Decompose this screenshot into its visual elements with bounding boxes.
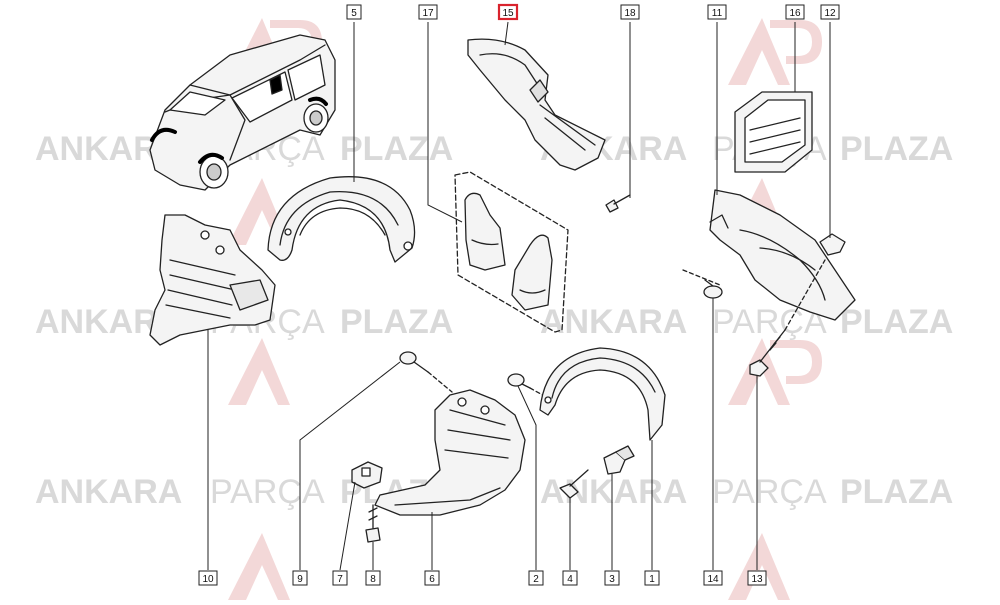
watermark-word: ANKARA [540, 303, 687, 341]
watermark-word: PARÇA [712, 473, 827, 511]
part-14-screw [682, 269, 723, 299]
callout-number: 7 [337, 574, 343, 585]
callout-labels: 5 17 15 18 11 16 12 10 9 7 8 6 2 4 3 1 14 13 [198, 3, 840, 586]
callout-18: 18 [620, 4, 640, 20]
leader-2 [517, 385, 537, 570]
callout-box [198, 570, 218, 586]
callout-16: 16 [785, 4, 805, 20]
callout-box [332, 570, 348, 586]
callout-number: 4 [567, 574, 573, 585]
watermark-word: PLAZA [340, 303, 453, 341]
watermark-word: PARÇA [210, 473, 325, 511]
callout-number: 8 [370, 574, 376, 585]
callout-11: 11 [707, 4, 727, 20]
part-10-wheel-liner [149, 214, 276, 346]
callout-14: 14 [703, 570, 723, 586]
leader-9 [299, 361, 401, 570]
watermark-word: ANKARA [35, 473, 182, 511]
callout-number: 13 [751, 574, 763, 585]
callout-box [292, 570, 308, 586]
watermark-word: PLAZA [840, 303, 953, 341]
callout-number: 1 [649, 574, 655, 585]
callout-15: 15 [497, 3, 519, 21]
callout-number: 10 [202, 574, 214, 585]
part-11-rear-liner [709, 189, 856, 321]
part-8-bolt [365, 504, 381, 543]
callout-9: 9 [292, 570, 308, 586]
callout-2: 2 [528, 570, 544, 586]
callout-box [424, 570, 440, 586]
part-5-arch-liner [267, 176, 416, 263]
part-4-bolt [559, 469, 589, 499]
callout-8: 8 [365, 570, 381, 586]
callout-box [365, 570, 381, 586]
watermark-word: PLAZA [840, 130, 953, 168]
part-12-clip [819, 233, 846, 256]
watermark-word: PLAZA [840, 473, 953, 511]
callout-7: 7 [332, 570, 348, 586]
callout-box [604, 570, 620, 586]
part-7-clip [351, 461, 383, 489]
callout-10: 10 [198, 570, 218, 586]
part-3-clip [603, 445, 635, 475]
callout-number: 9 [297, 574, 303, 585]
callout-13: 13 [747, 570, 767, 586]
part-15-wheel-liner [467, 38, 606, 171]
callout-box [820, 4, 840, 20]
callout-number: 16 [789, 8, 801, 19]
callout-box [620, 4, 640, 20]
leader-17 [427, 22, 463, 223]
watermark-word: ANKARA [540, 473, 687, 511]
callout-box [747, 570, 767, 586]
callout-box [707, 4, 727, 20]
callout-number: 12 [824, 8, 836, 19]
callout-number: 2 [533, 574, 539, 585]
callout-box [703, 570, 723, 586]
leader-15 [504, 21, 509, 46]
callout-number: 6 [429, 574, 435, 585]
callout-box [497, 3, 519, 21]
callout-number: 3 [609, 574, 615, 585]
callout-6: 6 [424, 570, 440, 586]
callout-3: 3 [604, 570, 620, 586]
callout-5: 5 [346, 4, 362, 20]
callout-4: 4 [562, 570, 578, 586]
part-1-rear-arch [539, 347, 666, 441]
leader-lines [207, 21, 831, 571]
callout-box [644, 570, 660, 586]
callout-number: 17 [422, 8, 434, 19]
part-16-vent-grille [734, 91, 813, 173]
watermark-row-3: ANKARA PARÇA PLAZA ANKARA PARÇA PLAZA [35, 473, 953, 511]
part-17-mud-flap-set [454, 171, 569, 333]
callout-12: 12 [820, 4, 840, 20]
part-9-screw [399, 351, 453, 393]
callout-number: 14 [707, 574, 719, 585]
part-6-lower-liner [374, 389, 526, 516]
callout-box [785, 4, 805, 20]
callout-box [346, 4, 362, 20]
callout-17: 17 [418, 4, 438, 20]
callout-box [528, 570, 544, 586]
part-13-bolt [749, 259, 826, 377]
callout-number: 5 [351, 8, 357, 19]
callout-box [418, 4, 438, 20]
leader-7 [339, 481, 356, 571]
watermark-word: PLAZA [340, 130, 453, 168]
callout-1: 1 [644, 570, 660, 586]
callout-number: 18 [624, 8, 636, 19]
van-illustration [149, 34, 336, 191]
callout-number: 11 [712, 8, 723, 19]
callout-box [562, 570, 578, 586]
callout-number: 15 [502, 8, 514, 19]
part-18-screw [605, 194, 631, 213]
